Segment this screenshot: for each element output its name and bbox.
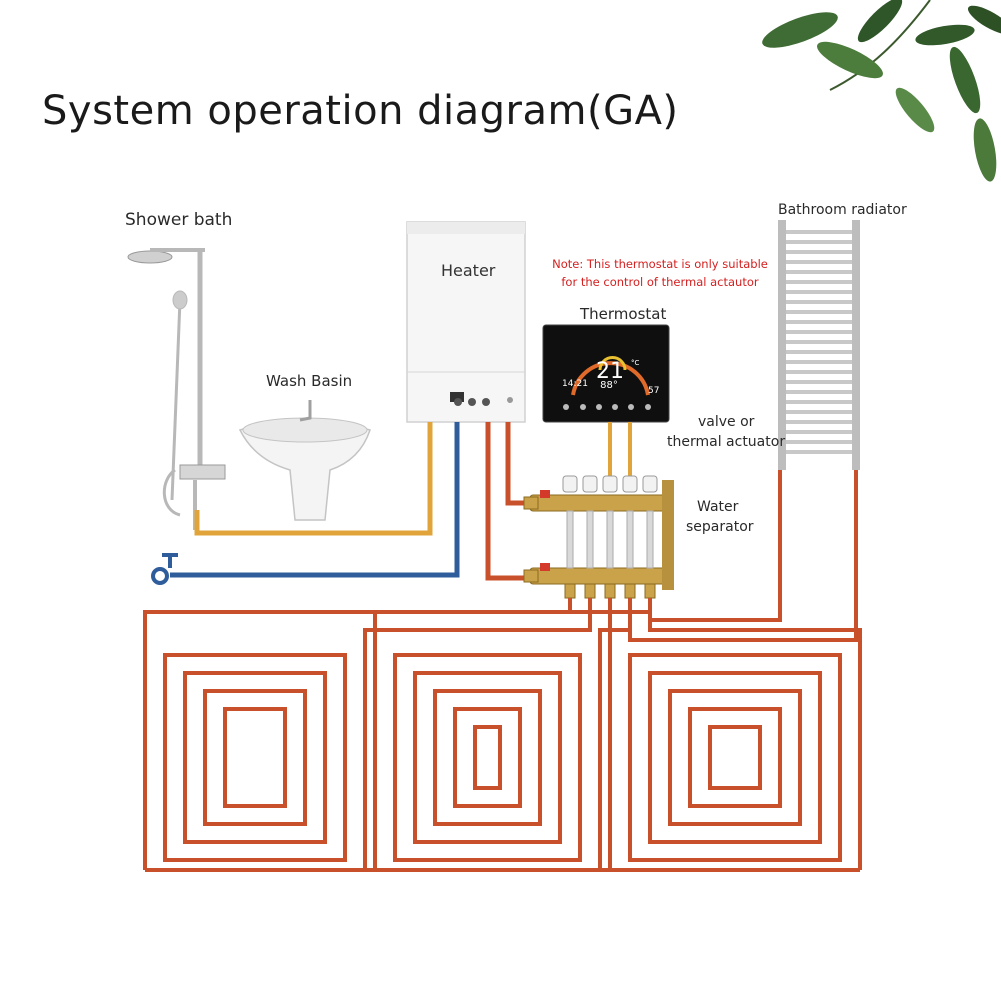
coil-loop	[628, 653, 842, 862]
valve-label: valve or thermal actuator	[667, 412, 785, 452]
flow-meter	[646, 510, 654, 569]
thermostat-label: Thermostat	[580, 305, 667, 323]
leaves-decoration	[762, 0, 1001, 182]
coil-feed	[143, 598, 572, 870]
manifold-outlet	[624, 583, 636, 599]
manifold-outlet	[584, 583, 596, 599]
coil-loop	[203, 689, 307, 826]
coil-feed	[373, 598, 612, 870]
thermal-actuator	[582, 475, 598, 493]
cold-water-pipe	[170, 422, 460, 578]
bathroom-radiator	[778, 220, 860, 470]
thermostat-unit: °C	[631, 359, 640, 367]
water-separator-label-line1: Water	[697, 499, 739, 515]
coil-loop	[433, 689, 542, 826]
coil-loop	[163, 653, 347, 862]
manifold-outlet	[564, 583, 576, 599]
warm-water-pipe	[194, 422, 433, 536]
return-pipe	[485, 422, 535, 581]
coil-loop	[413, 671, 562, 844]
coil-loop	[393, 653, 582, 862]
coil-loop	[668, 689, 802, 826]
note-line2: for the control of thermal actautor	[561, 275, 759, 289]
coil-loop	[223, 707, 287, 808]
cold-tap-icon	[151, 553, 178, 585]
flow-meter	[586, 510, 594, 569]
note-line1: Note: This thermostat is only suitable	[552, 257, 768, 271]
floor-heating-coils	[143, 598, 862, 872]
thermostat-temperature: 21	[596, 359, 624, 384]
coil-loop	[708, 725, 762, 790]
coil-feed	[363, 598, 592, 870]
coil-loop	[688, 707, 782, 808]
thermal-actuator	[622, 475, 638, 493]
thermostat-clock: 14:21	[562, 379, 588, 389]
coil-feed	[598, 598, 632, 870]
water-separator-label-line2: separator	[686, 519, 754, 535]
thermal-actuator	[562, 475, 578, 493]
valve-label-line1: valve or	[698, 414, 755, 430]
valve-handle-bottom	[540, 563, 550, 571]
thermostat-note: Note: This thermostat is only suitable f…	[547, 255, 773, 291]
shower-label: Shower bath	[125, 210, 233, 230]
coil-loop	[648, 671, 822, 844]
heater-label: Heater	[441, 261, 496, 280]
wash-basin	[238, 400, 371, 521]
coil-loop	[453, 707, 522, 808]
coil-loop	[183, 671, 327, 844]
valve-label-line2: thermal actuator	[667, 434, 786, 450]
manifold-inlet-bottom	[523, 569, 539, 583]
manifold-inlet-top	[523, 496, 539, 510]
page-title: System operation diagram(GA)	[42, 88, 679, 134]
thermostat-set-value: 88°	[600, 380, 618, 391]
valve-handle-top	[540, 490, 550, 498]
thermostat-device	[542, 324, 670, 423]
bathroom-radiator-label: Bathroom radiator	[778, 202, 907, 218]
shower-fixture	[127, 248, 226, 530]
thermal-actuator	[642, 475, 658, 493]
flow-meter	[566, 510, 574, 569]
flow-meter	[626, 510, 634, 569]
hot-supply-pipe	[505, 422, 535, 506]
manifold-outlet	[604, 583, 616, 599]
coil-feed	[648, 598, 862, 870]
wash-basin-label: Wash Basin	[266, 372, 353, 390]
manifold-outlet	[644, 583, 656, 599]
water-separator-label: Water separator	[686, 497, 754, 537]
coil-loop	[473, 725, 502, 790]
water-separator	[523, 475, 674, 599]
flow-meter	[606, 510, 614, 569]
thermal-actuator	[602, 475, 618, 493]
heater-boiler	[406, 221, 526, 423]
thermostat-humidity: 57	[648, 386, 659, 396]
